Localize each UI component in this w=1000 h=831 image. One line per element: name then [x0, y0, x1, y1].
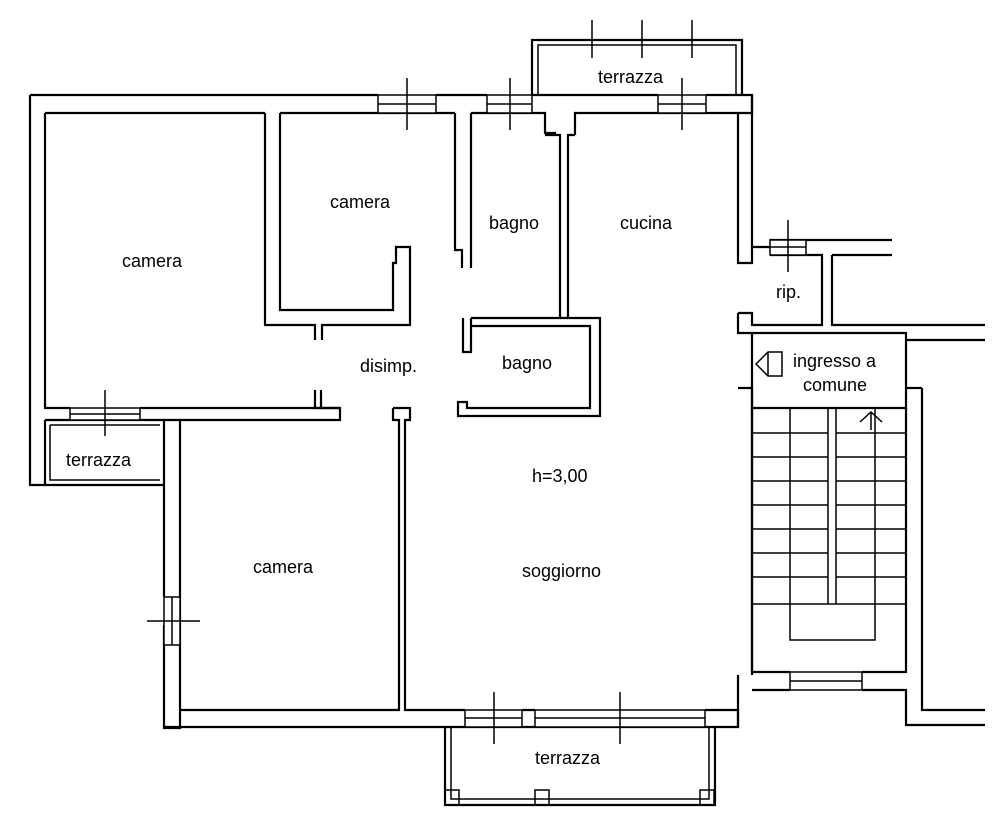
room-label-ingresso-line1: ingresso a: [793, 351, 877, 371]
ceiling-height-label: h=3,00: [532, 466, 588, 486]
room-label-ripostiglio: rip.: [776, 282, 802, 302]
terrazza-top: [530, 38, 744, 95]
room-label-disimpegno: disimp.: [360, 356, 418, 376]
room-label-terrazza-top: terrazza: [598, 67, 664, 87]
staircase: [750, 351, 985, 727]
inner-walls: [45, 113, 740, 730]
room-label-bagno-lower: bagno: [502, 353, 553, 373]
room-label-terrazza-left: terrazza: [66, 450, 132, 470]
room-label-camera-large: camera: [122, 251, 183, 271]
room-label-ingresso-line2: comune: [803, 375, 868, 395]
room-label-camera-lower: camera: [253, 557, 314, 577]
room-label-terrazza-bottom: terrazza: [535, 748, 601, 768]
windows: [69, 20, 807, 744]
terrazza-bottom: [443, 727, 717, 807]
room-label-soggiorno: soggiorno: [522, 561, 602, 581]
entrance-arrow-icon: [754, 351, 783, 377]
room-label-bagno-upper: bagno: [489, 213, 540, 233]
room-label-cucina: cucina: [620, 213, 673, 233]
room-label-camera-upper: camera: [330, 192, 391, 212]
